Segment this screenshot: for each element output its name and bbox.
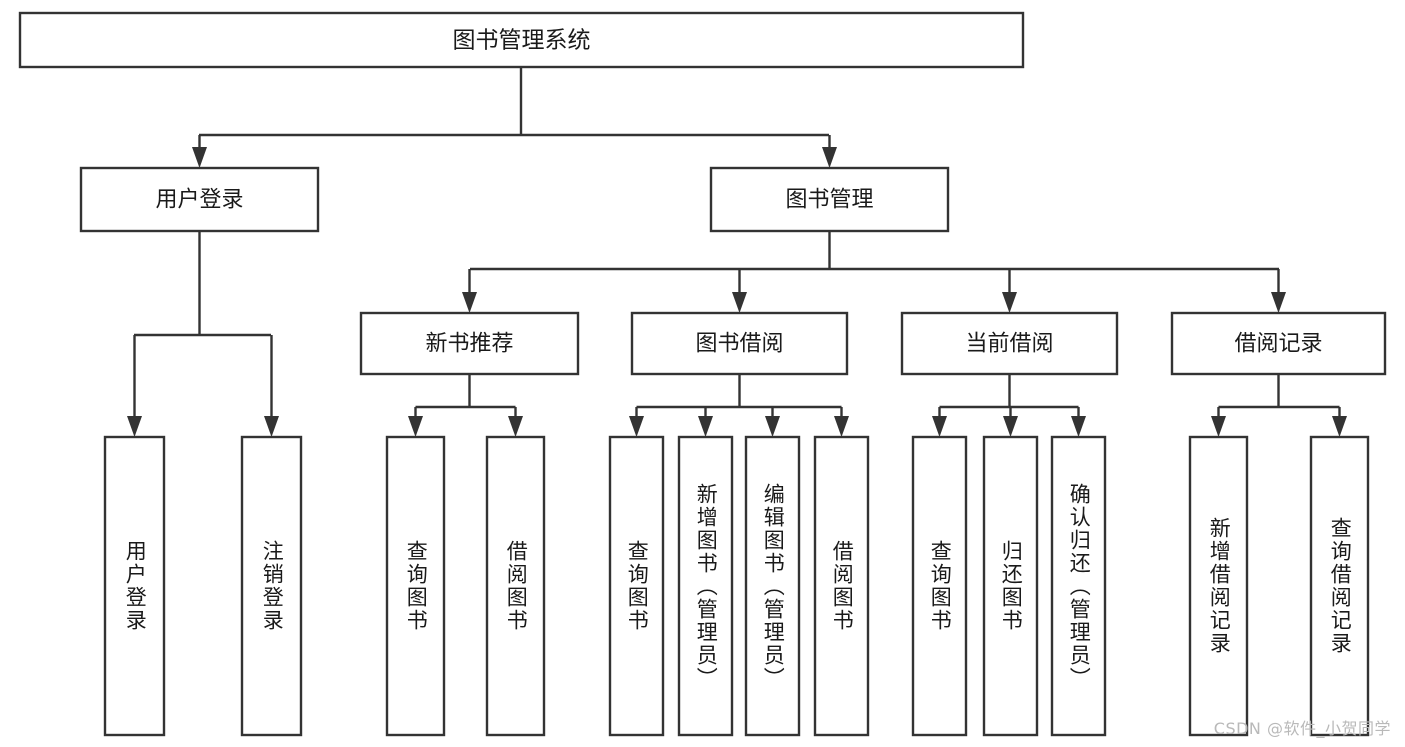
level2-node-user-login-box <box>79 166 320 233</box>
level3-node-new-book-rec-box <box>359 311 580 376</box>
level3-node-borrow-records-box <box>1170 311 1387 376</box>
leaf-node-box <box>240 435 303 737</box>
level3-node-new-book-rec-label: 新书推荐 <box>425 332 513 357</box>
arrow-to-leaf-query-book-2 <box>629 416 644 437</box>
arrow-to-user-login <box>192 147 207 168</box>
arrow-to-new-book-rec <box>462 292 477 313</box>
leaf-node-box <box>1188 435 1249 737</box>
leaf-node-box <box>813 435 870 737</box>
arrow-to-leaf-user-logout <box>264 416 279 437</box>
arrow-to-current-borrow <box>1002 292 1017 313</box>
root-node-label: 图书管理系统 <box>453 28 591 54</box>
arrow-to-leaf-add-record <box>1211 416 1226 437</box>
level3-node-book-borrow-box <box>630 311 849 376</box>
leaf-node-box <box>911 435 968 737</box>
leaf-node-box <box>1309 435 1370 737</box>
leaf-node-box <box>744 435 801 737</box>
connector-layer <box>127 67 1347 437</box>
level2-node-user-login-label: 用户登录 <box>155 188 243 213</box>
leaf-node-box <box>982 435 1039 737</box>
leaf-node-box <box>485 435 546 737</box>
leaf-node-box <box>608 435 665 737</box>
arrow-to-leaf-borrow-book-1 <box>508 416 523 437</box>
csdn-watermark: CSDN @软件_小贺同学 <box>1213 719 1391 738</box>
level2-node-book-manage-label: 图书管理 <box>785 188 873 213</box>
root-node-box <box>18 11 1025 69</box>
arrow-to-leaf-return-book <box>1003 416 1018 437</box>
level2-node-book-manage-box <box>709 166 950 233</box>
arrow-to-leaf-query-record <box>1332 416 1347 437</box>
node-box-layer <box>18 11 1387 737</box>
arrow-to-leaf-confirm-return <box>1071 416 1086 437</box>
arrow-to-borrow-records <box>1271 292 1286 313</box>
arrow-to-leaf-borrow-book-2 <box>834 416 849 437</box>
level3-node-current-borrow-label: 当前借阅 <box>965 332 1053 357</box>
level3-node-book-borrow-label: 图书借阅 <box>695 332 783 357</box>
arrow-to-leaf-edit-book <box>765 416 780 437</box>
level3-node-borrow-records-label: 借阅记录 <box>1234 332 1322 357</box>
arrow-to-leaf-user-login <box>127 416 142 437</box>
leaf-node-box <box>385 435 446 737</box>
level3-node-current-borrow-box <box>900 311 1119 376</box>
arrow-to-leaf-query-book-1 <box>408 416 423 437</box>
arrow-to-leaf-add-book <box>698 416 713 437</box>
arrow-to-book-manage <box>822 147 837 168</box>
arrow-to-leaf-query-book-3 <box>932 416 947 437</box>
leaf-node-box <box>1050 435 1107 737</box>
leaf-node-box <box>677 435 734 737</box>
arrow-to-book-borrow <box>732 292 747 313</box>
leaf-node-box <box>103 435 166 737</box>
